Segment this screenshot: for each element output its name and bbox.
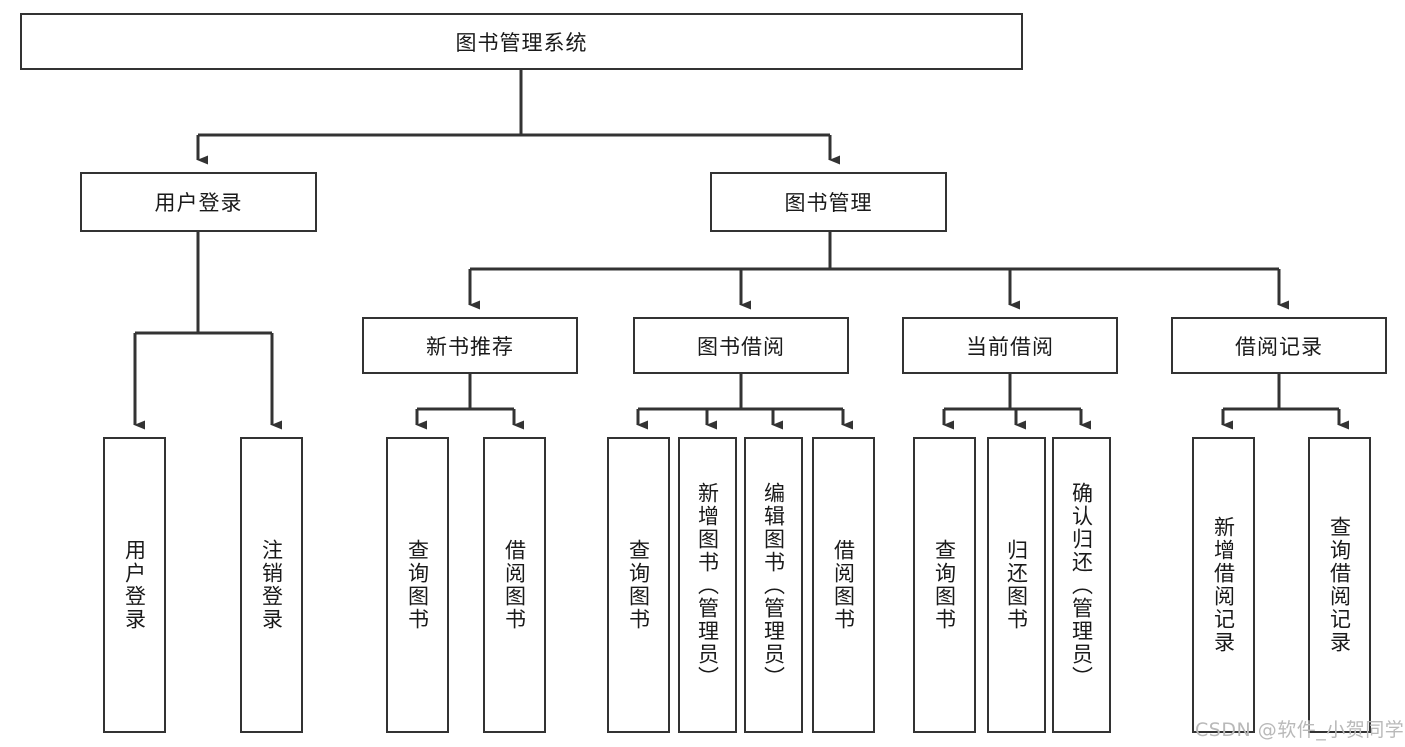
node-label-leaf-query-borrow-record: 查询借阅记录: [1327, 516, 1352, 654]
node-label-borrow-records: 借阅记录: [1235, 334, 1323, 359]
node-leaf-query-borrow-record[interactable]: 查询借阅记录: [1308, 437, 1371, 733]
node-label-root: 图书管理系统: [455, 30, 588, 55]
node-label-leaf-query-book-current: 查询图书: [932, 539, 957, 631]
node-label-leaf-query-book-recommend: 查询图书: [405, 539, 430, 631]
node-leaf-query-book-borrow[interactable]: 查询图书: [607, 437, 670, 733]
node-book-borrow[interactable]: 图书借阅: [633, 317, 849, 374]
node-book-management[interactable]: 图书管理: [710, 172, 947, 232]
node-label-leaf-confirm-return-admin: 确认归还（管理员）: [1069, 481, 1094, 689]
edge-new-book-recommend-to-leaves: [415, 374, 524, 430]
node-root[interactable]: 图书管理系统: [20, 13, 1023, 70]
node-leaf-borrow-book-recommend[interactable]: 借阅图书: [483, 437, 546, 733]
node-label-current-borrow: 当前借阅: [966, 334, 1054, 359]
node-label-user-login: 用户登录: [154, 191, 243, 215]
node-borrow-records[interactable]: 借阅记录: [1171, 317, 1387, 374]
edge-current-borrow-to-leaves: [942, 374, 1091, 430]
node-leaf-borrow-book[interactable]: 借阅图书: [812, 437, 875, 733]
node-leaf-add-book-admin[interactable]: 新增图书（管理员）: [678, 437, 737, 733]
node-leaf-edit-book-admin[interactable]: 编辑图书（管理员）: [744, 437, 803, 733]
edge-book-management-to-level3: [468, 232, 1289, 310]
node-leaf-confirm-return-admin[interactable]: 确认归还（管理员）: [1052, 437, 1111, 733]
node-leaf-query-book-current[interactable]: 查询图书: [913, 437, 976, 733]
node-label-leaf-add-book-admin: 新增图书（管理员）: [695, 481, 720, 689]
node-leaf-query-book-recommend[interactable]: 查询图书: [386, 437, 449, 733]
node-leaf-add-borrow-record[interactable]: 新增借阅记录: [1192, 437, 1255, 733]
node-new-book-recommend[interactable]: 新书推荐: [362, 317, 578, 374]
node-label-new-book-recommend: 新书推荐: [426, 334, 514, 359]
node-label-leaf-return-book: 归还图书: [1004, 539, 1029, 631]
edge-borrow-records-to-leaves: [1221, 374, 1349, 430]
node-leaf-logout-login[interactable]: 注销登录: [240, 437, 303, 733]
edge-user-login-to-leaves: [133, 232, 282, 430]
edge-book-borrow-to-leaves: [636, 374, 853, 430]
node-label-book-management: 图书管理: [784, 191, 873, 215]
node-label-leaf-logout-login: 注销登录: [259, 539, 284, 631]
node-label-leaf-user-login: 用户登录: [122, 539, 147, 631]
node-label-leaf-borrow-book-recommend: 借阅图书: [502, 539, 527, 631]
node-label-leaf-add-borrow-record: 新增借阅记录: [1211, 516, 1236, 654]
node-label-leaf-borrow-book: 借阅图书: [831, 539, 856, 631]
node-label-leaf-query-book-borrow: 查询图书: [626, 539, 651, 631]
node-user-login[interactable]: 用户登录: [80, 172, 317, 232]
node-leaf-user-login[interactable]: 用户登录: [103, 437, 166, 733]
node-label-leaf-edit-book-admin: 编辑图书（管理员）: [761, 481, 786, 689]
node-label-book-borrow: 图书借阅: [697, 334, 785, 359]
node-current-borrow[interactable]: 当前借阅: [902, 317, 1118, 374]
node-leaf-return-book[interactable]: 归还图书: [987, 437, 1046, 733]
edge-root-to-level2: [196, 70, 840, 165]
